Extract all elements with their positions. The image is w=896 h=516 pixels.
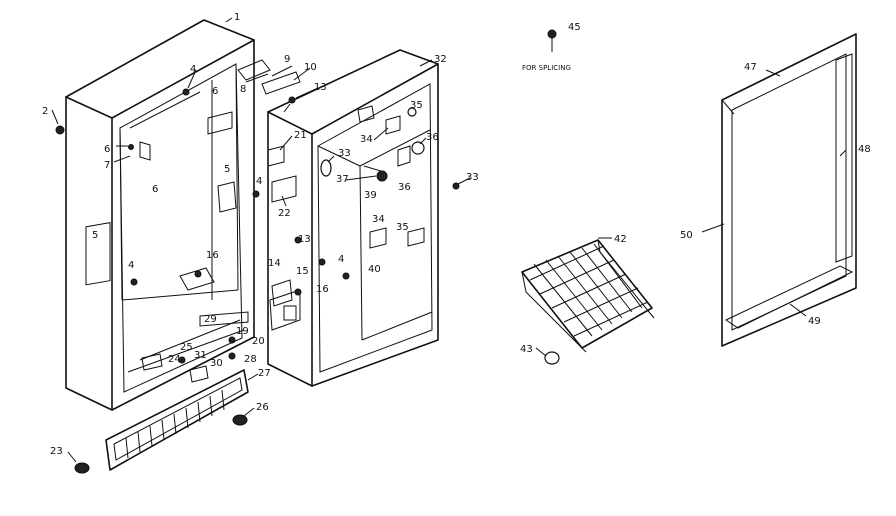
door-gasket: [721, 33, 857, 347]
label-21: 21: [294, 130, 307, 141]
splicing-note: FOR SPLICING: [522, 64, 571, 72]
label-4: 4: [128, 260, 134, 271]
label-1: 1: [234, 12, 240, 23]
wire-basket: [521, 239, 655, 365]
label-20: 20: [252, 336, 265, 347]
label-24: 24: [168, 354, 181, 365]
label-22: 22: [278, 208, 291, 219]
label-47: 47: [744, 62, 757, 73]
label-6: 6: [152, 184, 158, 195]
label-6: 6: [212, 86, 218, 97]
label-45: 45: [568, 22, 581, 33]
label-42: 42: [614, 234, 627, 245]
label-8: 8: [240, 84, 246, 95]
base-grille: [74, 369, 249, 474]
label-4: 4: [190, 64, 196, 75]
label-25: 25: [180, 342, 193, 353]
label-35: 35: [410, 100, 423, 111]
label-27: 27: [258, 368, 271, 379]
label-4: 4: [256, 176, 262, 187]
label-23: 23: [50, 446, 63, 457]
label-26: 26: [256, 402, 269, 413]
label-36: 36: [426, 132, 439, 143]
label-10: 10: [304, 62, 317, 73]
splice-part: [547, 29, 557, 52]
label-34: 34: [372, 214, 385, 225]
label-15: 15: [296, 266, 309, 277]
label-29: 29: [204, 314, 217, 325]
label-37: 37: [336, 174, 349, 185]
label-36: 36: [398, 182, 411, 193]
label-48: 48: [858, 144, 871, 155]
label-19: 19: [236, 326, 249, 337]
label-31: 31: [194, 350, 207, 361]
label-30: 30: [210, 358, 223, 369]
label-28: 28: [244, 354, 257, 365]
label-33: 33: [338, 148, 351, 159]
label-13: 13: [298, 234, 311, 245]
label-39: 39: [364, 190, 377, 201]
label-40: 40: [368, 264, 381, 275]
label-16: 16: [206, 250, 219, 261]
label-34: 34: [360, 134, 373, 145]
label-32: 32: [434, 54, 447, 65]
label-33: 33: [466, 172, 479, 183]
label-2: 2: [42, 106, 48, 117]
label-14: 14: [268, 258, 281, 269]
label-13: 13: [314, 82, 327, 93]
label-9: 9: [284, 54, 290, 65]
label-43: 43: [520, 344, 533, 355]
inner-liner: [267, 49, 439, 387]
label-5: 5: [224, 164, 230, 175]
label-50: 50: [680, 230, 693, 241]
part-labels: 1 2 4 4 4 4 5 5 6 6 6 7 8 9 10 13 13 14 …: [42, 12, 871, 457]
label-6: 6: [104, 144, 110, 155]
label-35: 35: [396, 222, 409, 233]
label-4: 4: [338, 254, 344, 265]
leader-lines: [51, 17, 847, 463]
label-7: 7: [104, 160, 110, 171]
outer-cabinet: [65, 19, 255, 411]
label-5: 5: [92, 230, 98, 241]
label-49: 49: [808, 316, 821, 327]
small-parts: [55, 59, 460, 383]
label-16: 16: [316, 284, 329, 295]
